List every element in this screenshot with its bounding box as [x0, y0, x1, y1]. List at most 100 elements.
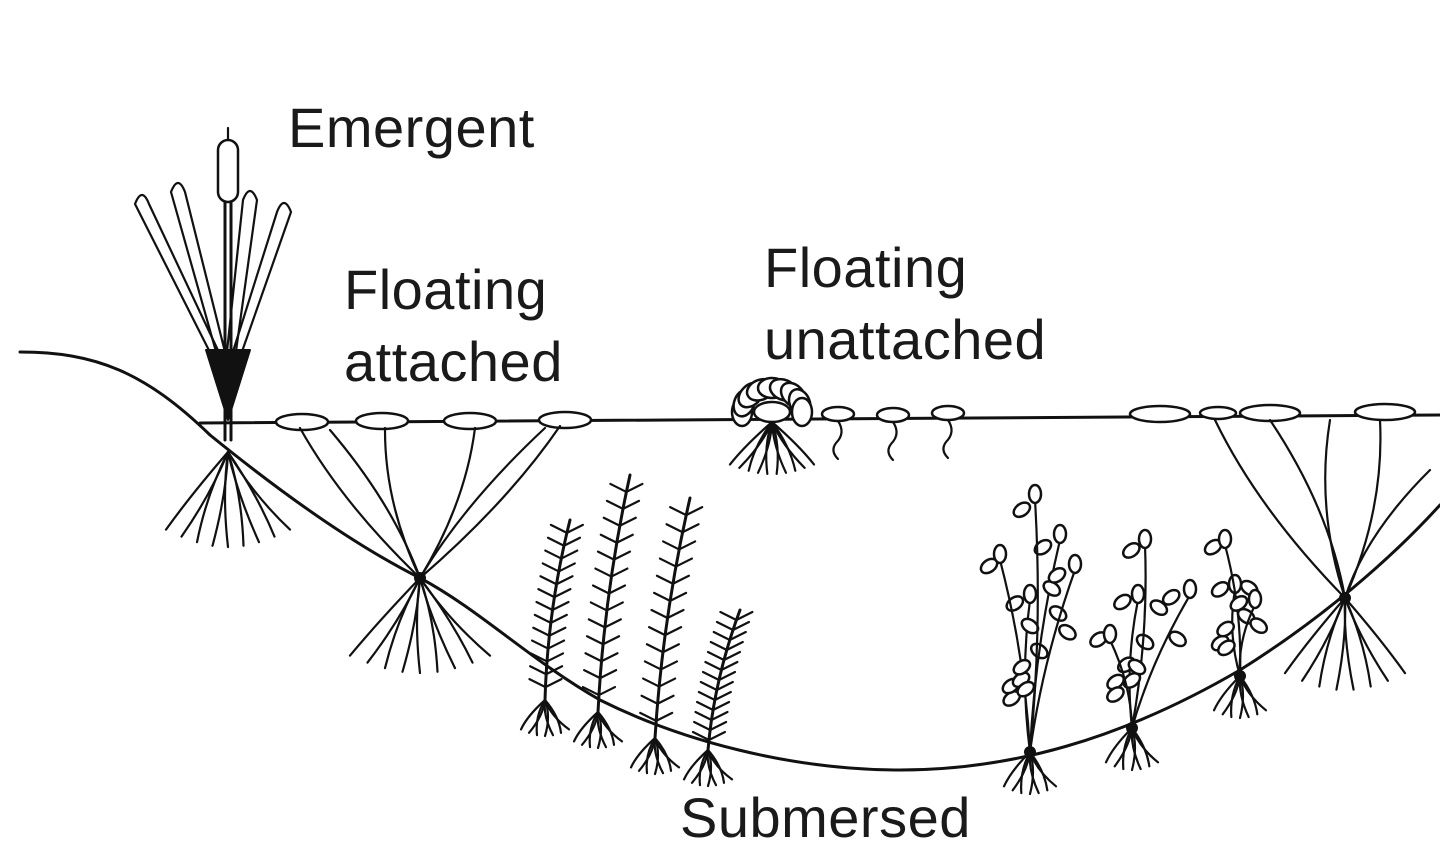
- root: [765, 420, 774, 475]
- stem: [418, 426, 477, 580]
- root: [653, 736, 665, 775]
- frond-leaflet: [645, 643, 681, 654]
- root: [383, 576, 422, 670]
- root: [1238, 674, 1250, 719]
- label-submersed: Submersed: [680, 786, 971, 849]
- cattail-leaf: [133, 193, 234, 382]
- root: [1343, 596, 1389, 682]
- lily-pad: [537, 410, 593, 430]
- root: [543, 698, 571, 731]
- root: [1028, 750, 1058, 788]
- root: [706, 748, 734, 781]
- lily-pad: [354, 411, 410, 431]
- frond-leaflet: [669, 506, 704, 517]
- pondweed-leaf: [1012, 501, 1032, 519]
- frond-leaflet: [596, 550, 632, 561]
- pondweed-leaf: [1135, 633, 1155, 651]
- cattail-base: [205, 349, 251, 421]
- pondweed-leaf: [1130, 583, 1146, 605]
- frond-leaflet: [537, 588, 572, 599]
- stem: [328, 428, 422, 580]
- frond-leaflet: [655, 574, 691, 585]
- root: [770, 420, 788, 474]
- frond-leaflet: [589, 601, 624, 612]
- frond-leaflet: [642, 677, 677, 688]
- frond-leaflet: [591, 584, 627, 595]
- cattail-leaf: [222, 201, 293, 382]
- root: [543, 698, 555, 737]
- pondweed-leaf: [1033, 538, 1053, 556]
- pondweed-stem: [1238, 603, 1257, 678]
- stem: [1213, 418, 1347, 600]
- pondweed-leaf: [1149, 599, 1169, 617]
- label-floating-unattached: Floating unattached: [764, 236, 1047, 371]
- pondweed-leaf: [992, 543, 1008, 565]
- pondweed-leaf: [1229, 595, 1249, 612]
- root: [596, 710, 624, 743]
- lily-pad: [1128, 404, 1192, 424]
- stem: [418, 426, 547, 580]
- root: [588, 710, 600, 749]
- emergent-plant: [133, 126, 293, 549]
- stem: [383, 426, 422, 580]
- stem: [418, 424, 562, 580]
- frond-leaflet: [539, 575, 574, 586]
- root: [1283, 596, 1347, 675]
- lily-pad: [1238, 403, 1302, 423]
- lily-pad: [442, 411, 498, 431]
- frond-leaflet: [658, 557, 694, 568]
- pondweed-stem: [1130, 593, 1192, 730]
- floating-attached-plant-right: [1128, 402, 1432, 691]
- root: [1318, 596, 1347, 688]
- pondweed-leaf: [1102, 623, 1118, 645]
- frond-leaflet: [528, 678, 563, 689]
- pondweed-leaf: [1137, 528, 1153, 550]
- pondweed-leaf: [1247, 588, 1263, 610]
- frond-leaflet: [712, 630, 747, 642]
- root: [223, 450, 230, 549]
- pondweed-leaf: [1217, 528, 1233, 550]
- label-emergent: Emergent: [288, 96, 535, 159]
- pondweed-leaf: [1058, 623, 1077, 641]
- frond-leaflet: [640, 694, 675, 705]
- root: [418, 576, 457, 670]
- root: [706, 748, 718, 787]
- frond-leaflet: [532, 626, 567, 637]
- lily-pad: [1198, 405, 1238, 421]
- root: [1130, 726, 1160, 764]
- duckweed: [930, 404, 966, 422]
- frond-leaflet: [693, 720, 728, 732]
- root: [629, 736, 657, 769]
- root: [770, 420, 806, 470]
- root: [226, 450, 261, 544]
- cattail-leaf: [222, 189, 259, 382]
- root: [653, 736, 681, 769]
- root: [770, 420, 816, 466]
- pondweed-leaf: [1052, 523, 1068, 545]
- frond-leaflet: [549, 523, 584, 534]
- pondweed-stem: [1108, 638, 1134, 730]
- frond-leaflet: [697, 690, 732, 702]
- pondweed-stem: [1028, 568, 1077, 754]
- root: [1230, 674, 1242, 719]
- stem: [1343, 418, 1382, 600]
- duckweed-root: [832, 419, 843, 461]
- duckweed: [875, 406, 911, 424]
- pondweed-leaf: [1047, 566, 1067, 584]
- root: [195, 450, 230, 544]
- frond-leaflet: [650, 608, 685, 620]
- root: [535, 698, 547, 737]
- pondweed-leaf: [1249, 617, 1269, 635]
- pondweed-leaf: [1005, 595, 1025, 612]
- pondweed-stem: [1130, 543, 1147, 730]
- frond-leaflet: [699, 680, 734, 692]
- floating-attached-plant-left: [274, 410, 593, 675]
- stem: [298, 426, 422, 580]
- rosette-leaf: [790, 396, 814, 428]
- frond-leaflet: [594, 567, 629, 578]
- frond-leaflet: [665, 523, 700, 534]
- frond-leaflet: [584, 652, 619, 663]
- root: [1104, 726, 1134, 764]
